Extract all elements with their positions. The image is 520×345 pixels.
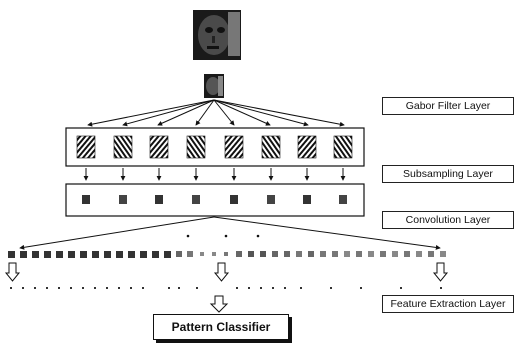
gabor-to-subsampling-arrows [86,168,343,180]
convolution-fanout [20,217,440,248]
input-face-image [193,10,241,60]
hollow-arrow-right [434,263,447,281]
hollow-arrow-left [6,263,19,281]
subsampled-map [303,195,311,204]
convolution-layer-label: Convolution Layer [382,211,514,229]
gabor-filter [334,136,352,158]
gabor-filter [298,136,316,158]
subsampling-row [66,184,364,216]
convolution-maps-row [8,251,446,258]
subsampled-map [119,195,127,204]
gabor-filter [225,136,243,158]
gabor-filter [114,136,132,158]
subsampled-map [82,195,90,204]
subsampled-map [267,195,275,204]
fanout-arrows [88,100,344,125]
gabor-filter-layer-label: Gabor Filter Layer [382,97,514,115]
gabor-filter [262,136,280,158]
hollow-arrow-middle [215,263,228,281]
gabor-filter [150,136,168,158]
feature-vector-row [10,287,442,289]
downsampled-face-image [204,74,224,98]
subsampled-map [339,195,347,204]
subsampled-map [192,195,200,204]
subsampled-map [155,195,163,204]
gabor-filter-row [66,128,364,166]
gabor-filter [77,136,95,158]
pattern-classifier-box: Pattern Classifier [153,314,289,340]
subsampling-layer-label: Subsampling Layer [382,165,514,183]
subsampled-map [230,195,238,204]
hollow-arrow-to-classifier [211,296,227,312]
feature-extraction-layer-label: Feature Extraction Layer [382,295,514,313]
gabor-filter [187,136,205,158]
hollow-down-arrows [6,263,447,281]
